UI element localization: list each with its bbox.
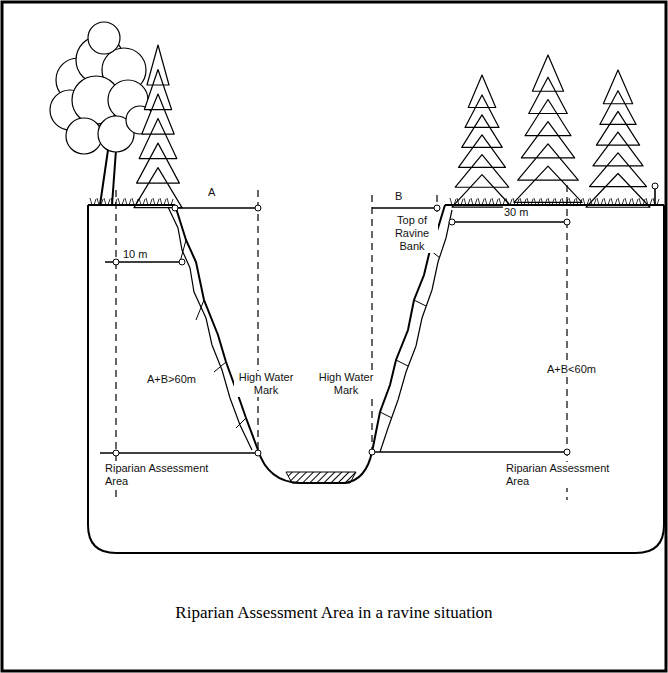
end-point [255,205,261,211]
end-point [369,449,375,455]
dimension-label: 10 m [122,248,148,261]
end-point [449,219,455,225]
grass-tuft [548,198,554,205]
grass-tuft [153,198,159,205]
grass-tuft [541,198,547,205]
caption: Riparian Assessment Area in a ravine sit… [0,603,668,623]
grass-tuft [632,198,638,205]
grass-tuft [590,198,596,205]
end-point [564,219,570,225]
grass-tuft [611,198,617,205]
dimension-line [175,207,258,209]
left-ravine-bank [175,205,258,450]
grass-tuft [471,198,477,205]
grass-tuft [534,198,540,205]
right-rock-face [380,210,452,452]
grass-tuft [597,198,603,205]
tree-foliage [88,22,120,54]
end-point [113,259,119,265]
grass-tuft [104,198,110,205]
grass-tuft [118,198,124,205]
grass-tuft [492,198,498,205]
conifer-tree [586,70,650,207]
grass-tuft [485,198,491,205]
right-ravine-bank [372,205,445,452]
end-point [172,205,178,211]
dashed-limit [257,190,258,450]
grass-tuft [583,198,589,205]
conifer-tree [514,55,582,202]
assessment-area-label: Riparian Assessment Area [104,462,234,488]
grass-tuft [464,198,470,205]
area-condition: A+B<60m [546,363,597,376]
area-condition: A+B>60m [146,373,197,386]
section-frame [88,205,664,553]
end-point [652,183,658,189]
end-points [113,183,658,456]
end-point [434,205,440,211]
grass-tuft [653,198,659,205]
assessment-area-label: Riparian Assessment Area [505,462,631,488]
stream-bed [258,450,372,483]
grass-tuft [555,198,561,205]
high-water-mark-label: High Water Mark [234,371,298,397]
dimension-label: A [207,186,216,199]
end-point [179,259,185,265]
dimension-lines [100,188,655,453]
grass-tuft [618,198,624,205]
grass-tuft [90,198,96,205]
grass-tuft [167,198,173,205]
end-point [255,450,261,456]
grass-tuft [646,198,652,205]
grass-tuft [639,198,645,205]
right-rock-cracks [380,250,440,418]
grass-tuft [506,198,512,205]
grass-tuft [160,198,166,205]
dimension-line [372,451,567,453]
grass-tuft [499,198,505,205]
end-point [113,450,119,456]
left-rock-face [168,207,252,450]
grass-tuft [625,198,631,205]
dashed-limit [371,195,372,450]
end-point [564,449,570,455]
grass-tuft [146,198,152,205]
grass-tuft [604,198,610,205]
left-rock-cracks [180,240,246,428]
conifer-tree [134,45,182,208]
dimension-label: 30 m [503,206,529,219]
grass-tuft [513,198,519,205]
dimension-line [100,452,258,454]
ravine-bank-label: Top of Ravine Bank [386,214,438,253]
dimension-line [452,221,567,223]
water [286,472,356,483]
grass-tuft [450,198,456,205]
dimension-label: B [394,190,403,203]
dimension-line [372,207,437,209]
grass-tuft [125,198,131,205]
grass-tuft [478,198,484,205]
dimension-line [654,188,656,205]
grass-tuft [569,198,575,205]
grass-tuft [97,198,103,205]
grass [90,198,659,205]
grass-tuft [520,198,526,205]
high-water-mark-label: High Water Mark [314,371,378,397]
grass-tuft [576,198,582,205]
grass-tuft [139,198,145,205]
tree-foliage [66,118,102,154]
trees [50,22,650,208]
conifer-tree [452,75,512,207]
grass-tuft [457,198,463,205]
grass-tuft [527,198,533,205]
grass-tuft [132,198,138,205]
